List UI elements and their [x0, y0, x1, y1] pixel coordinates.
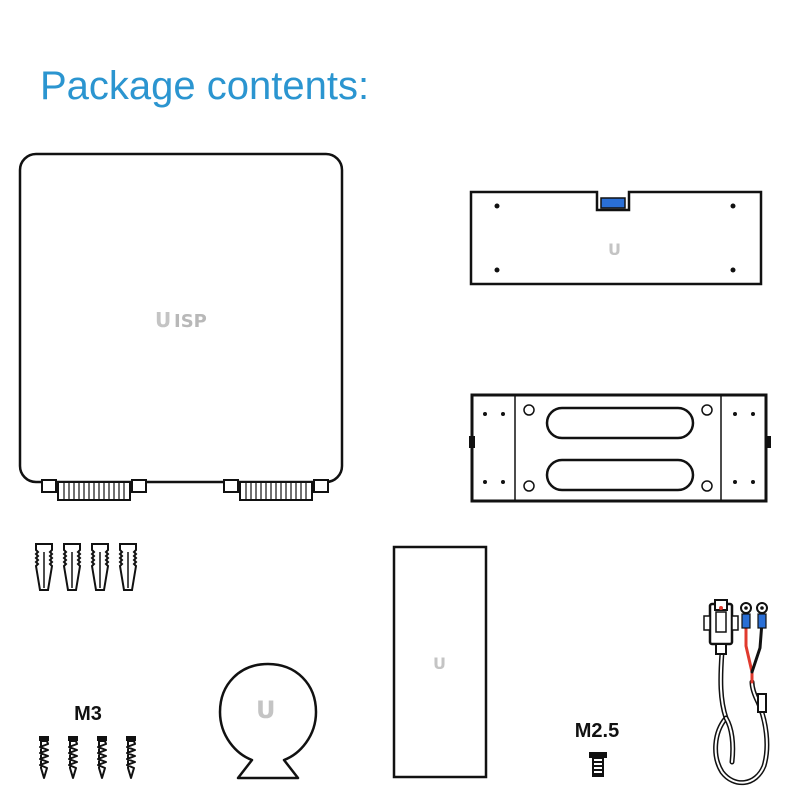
- m3-screw-icon: [38, 735, 50, 779]
- gateway-device: U ISP: [18, 152, 348, 502]
- dc-connector-icon: [703, 599, 739, 655]
- bracket-latch-icon: [600, 197, 626, 209]
- wall-anchors: [34, 543, 146, 594]
- cable-gland-cap: U: [216, 660, 320, 784]
- brand-text: ISP: [174, 311, 207, 332]
- wall-anchor-icon: [119, 543, 137, 591]
- gateway-logo: U ISP: [155, 308, 207, 332]
- m25-screw-label: M2.5: [574, 720, 620, 742]
- dc-power-cable: [686, 596, 786, 792]
- u-logo-icon: U: [256, 696, 276, 724]
- wall-anchor-icon: [91, 543, 109, 591]
- page-title: Package contents:: [40, 64, 370, 108]
- u-logo-icon: U: [155, 308, 171, 332]
- m3-screw-label: M3: [74, 703, 102, 725]
- m3-screw-icon: [125, 735, 137, 779]
- m3-screw-icon: [96, 735, 108, 779]
- m25-screw: [588, 752, 608, 780]
- m3-screws: [36, 735, 140, 780]
- product-box: U: [392, 545, 488, 781]
- ring-terminal-icon: [756, 602, 768, 629]
- u-logo-icon: U: [433, 654, 446, 673]
- pole-mount-bracket: [469, 392, 771, 504]
- wall-bracket: U: [469, 190, 763, 288]
- u-logo-icon: U: [608, 240, 621, 259]
- m3-screw-icon: [67, 735, 79, 779]
- wall-anchor-icon: [63, 543, 81, 591]
- ring-terminal-icon: [740, 602, 752, 629]
- wall-anchor-icon: [35, 543, 53, 591]
